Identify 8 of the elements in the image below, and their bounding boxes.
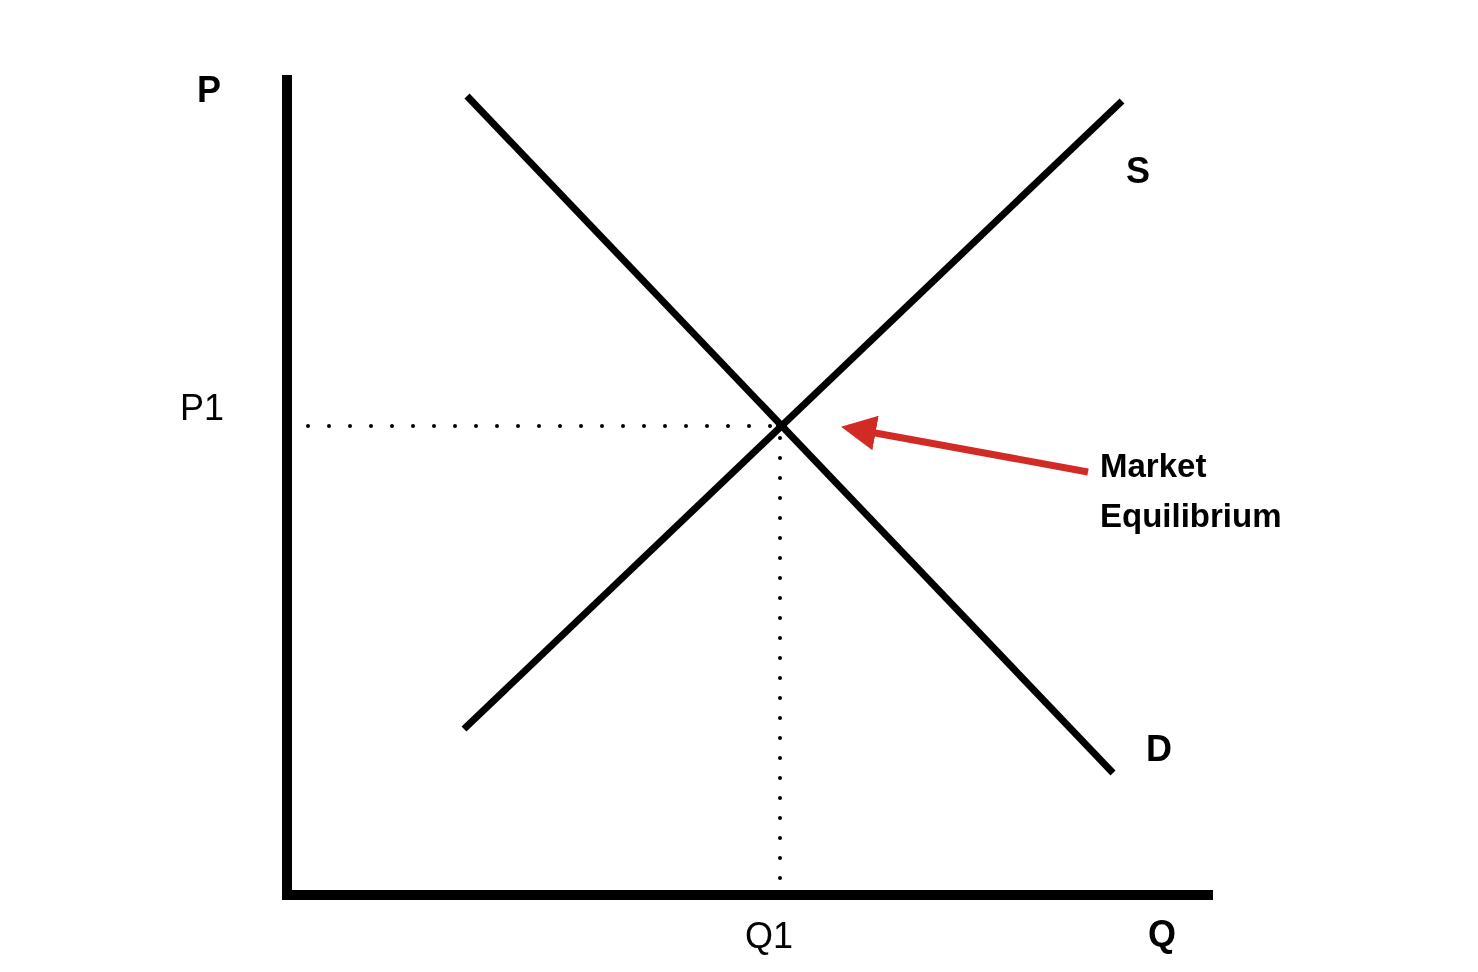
- axis-label: P1: [180, 390, 225, 426]
- callout-label: Market Equilibrium: [1100, 441, 1315, 540]
- leader-arrow: [841, 415, 1089, 476]
- axis-label: Q: [1148, 916, 1176, 952]
- axis-label: Q1: [745, 918, 794, 954]
- axis-label: D: [1146, 731, 1172, 767]
- axis-label: P: [197, 72, 221, 108]
- axis-label: S: [1126, 153, 1150, 189]
